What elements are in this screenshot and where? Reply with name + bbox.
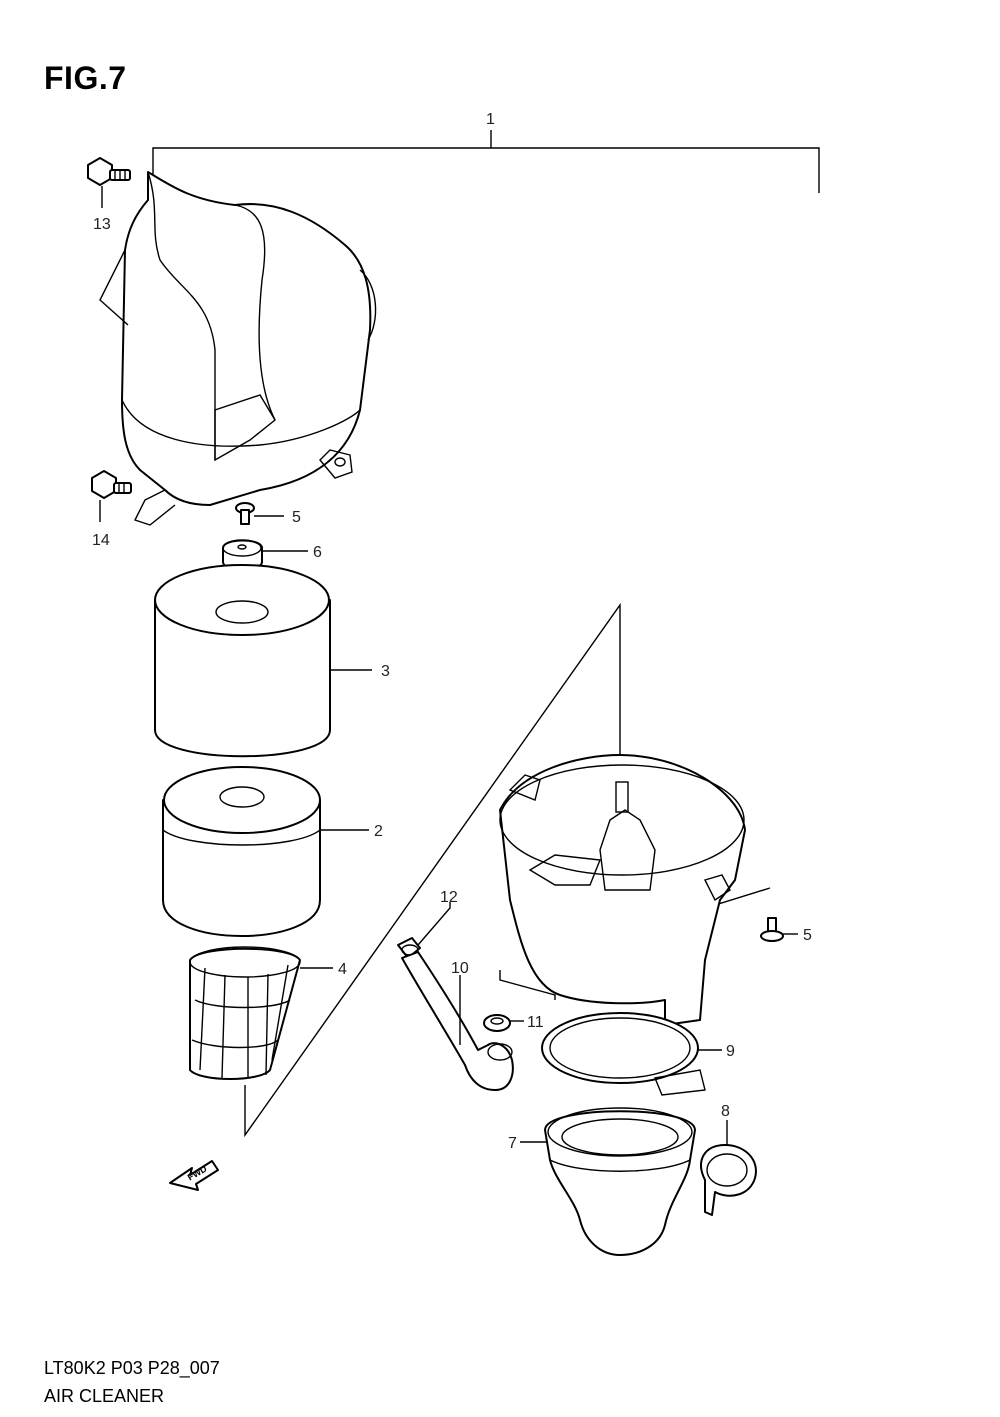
callout-6: 6 (313, 544, 322, 561)
callout-8: 8 (721, 1103, 730, 1120)
hose-clamp-12[interactable] (397, 902, 451, 959)
callout-3: 3 (381, 663, 390, 680)
callout-10: 10 (451, 960, 469, 977)
callout-5-right: 5 (803, 927, 812, 944)
fwd-arrow-icon: FWD (169, 1160, 219, 1191)
callout-12: 12 (440, 889, 458, 906)
bolt-13[interactable] (87, 157, 131, 208)
intake-boot-7[interactable] (520, 1107, 696, 1256)
filter-cage-4[interactable] (189, 946, 333, 1080)
hose-clamp-8[interactable] (700, 1120, 757, 1216)
diagram-code: LT80K2 P03 P28_007 (44, 1358, 220, 1378)
callout-2: 2 (374, 823, 383, 840)
callout-1: 1 (486, 111, 495, 128)
callout-11: 11 (527, 1014, 544, 1031)
air-cleaner-case[interactable] (499, 754, 746, 1026)
filter-element-2[interactable] (162, 766, 369, 937)
screw-5-upper[interactable] (235, 502, 284, 525)
figure-title: FIG.7 (44, 60, 127, 96)
assembly-name: AIR CLEANER (44, 1386, 165, 1406)
air-cleaner-cover[interactable] (99, 171, 377, 526)
callout-9: 9 (726, 1043, 735, 1060)
bolt-14[interactable] (91, 470, 132, 522)
cap-nut-6[interactable] (222, 539, 308, 571)
hose-clamp-11[interactable] (483, 1014, 524, 1032)
filter-element-3[interactable] (154, 564, 372, 758)
screw-5-right[interactable] (760, 917, 798, 942)
assembly-bracket (152, 130, 820, 193)
callout-13: 13 (93, 216, 111, 233)
callout-7: 7 (508, 1135, 517, 1152)
clamp-band-9[interactable] (541, 1012, 722, 1096)
breather-hose-10[interactable] (401, 951, 514, 1091)
callout-14: 14 (92, 532, 110, 549)
callout-4: 4 (338, 961, 347, 978)
callout-5-upper: 5 (292, 509, 301, 526)
